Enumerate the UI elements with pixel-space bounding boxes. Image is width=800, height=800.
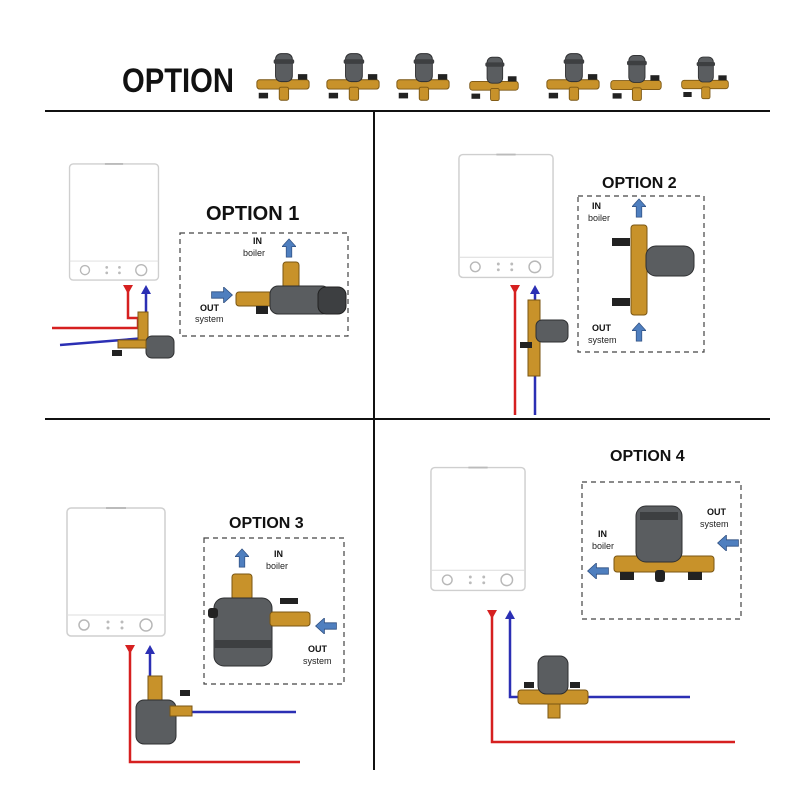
hot-flow-marker bbox=[125, 645, 135, 654]
flow-arrow-icon bbox=[632, 322, 646, 342]
filter-icon bbox=[613, 505, 715, 582]
out-label: OUT bbox=[308, 644, 328, 654]
in-sublabel: boiler bbox=[588, 213, 610, 223]
filter-thumbnail-3 bbox=[396, 53, 450, 101]
out-sublabel: system bbox=[303, 656, 332, 666]
header-title: OPTION bbox=[122, 62, 234, 100]
filter-icon bbox=[612, 224, 695, 316]
out-label: OUT bbox=[200, 303, 220, 313]
cold-flow-marker bbox=[530, 285, 540, 294]
in-label: IN bbox=[274, 549, 283, 559]
filter-icon bbox=[135, 675, 193, 745]
filter-thumbnail-2 bbox=[326, 53, 380, 101]
detail-box bbox=[179, 232, 349, 337]
flow-arrow-icon bbox=[211, 287, 233, 303]
hot-flow-marker bbox=[487, 610, 497, 619]
option-3-panel: OPTION 3 IN boiler OUT system bbox=[66, 506, 345, 764]
filter-icon bbox=[112, 311, 175, 359]
in-sublabel: boiler bbox=[266, 561, 288, 571]
option-title: OPTION 2 bbox=[602, 175, 677, 192]
flow-arrow-icon bbox=[315, 618, 337, 634]
detail-box bbox=[577, 195, 705, 353]
option-title: OPTION 3 bbox=[229, 515, 304, 532]
option-title: OPTION 1 bbox=[206, 203, 299, 225]
out-label: OUT bbox=[707, 507, 727, 517]
filter-icon bbox=[235, 261, 347, 315]
detail-box bbox=[581, 481, 742, 620]
filter-thumbnails bbox=[256, 53, 729, 101]
option-1-panel: OPTION 1 IN boiler OUT system bbox=[52, 163, 349, 359]
option-4-panel: OPTION 4 IN boiler OUT system bbox=[430, 448, 742, 744]
cold-flow-marker bbox=[141, 285, 151, 294]
detail-box bbox=[203, 537, 345, 685]
flow-arrow-icon bbox=[632, 198, 646, 218]
filter-thumbnail-5 bbox=[546, 53, 600, 101]
boiler-icon bbox=[66, 506, 166, 638]
filter-icon bbox=[517, 655, 589, 719]
out-sublabel: system bbox=[700, 519, 729, 529]
boiler-icon bbox=[430, 466, 526, 592]
flow-arrow-icon bbox=[282, 238, 296, 258]
filter-thumbnail-1 bbox=[256, 53, 310, 101]
in-sublabel: boiler bbox=[592, 541, 614, 551]
in-label: IN bbox=[253, 236, 262, 246]
filter-icon bbox=[520, 299, 569, 377]
boiler-icon bbox=[458, 153, 554, 279]
out-sublabel: system bbox=[588, 335, 617, 345]
flow-arrow-icon bbox=[587, 563, 609, 579]
option-title: OPTION 4 bbox=[610, 448, 685, 465]
out-label: OUT bbox=[592, 323, 612, 333]
filter-thumbnail-6 bbox=[610, 54, 662, 101]
hot-flow-marker bbox=[123, 285, 133, 294]
grid-dividers bbox=[45, 110, 770, 770]
filter-icon bbox=[208, 573, 311, 667]
in-label: IN bbox=[592, 201, 601, 211]
boiler-icon bbox=[68, 163, 160, 281]
flow-arrow-icon bbox=[717, 535, 739, 551]
filter-thumbnail-7 bbox=[681, 56, 729, 100]
hot-flow-marker bbox=[510, 285, 520, 294]
in-label: IN bbox=[598, 529, 607, 539]
flow-arrow-icon bbox=[235, 548, 249, 568]
filter-thumbnail-4 bbox=[469, 56, 519, 101]
header: OPTION bbox=[122, 53, 729, 101]
out-sublabel: system bbox=[195, 314, 224, 324]
in-sublabel: boiler bbox=[243, 248, 265, 258]
cold-flow-marker bbox=[505, 610, 515, 619]
option-2-panel: OPTION 2 IN boiler OUT system bbox=[458, 153, 705, 415]
cold-flow-marker bbox=[145, 645, 155, 654]
